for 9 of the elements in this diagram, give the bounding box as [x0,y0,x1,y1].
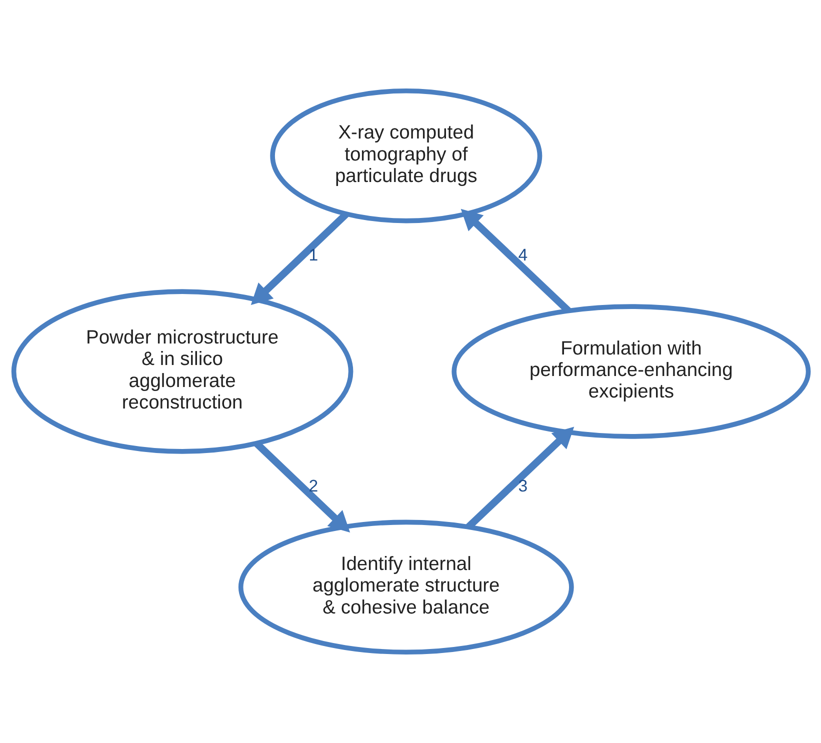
node-ellipse: Powder microstructure & in silico agglomerate reconstruction [10,289,353,454]
edge-label: 3 [518,476,528,496]
edge-label: 2 [308,476,318,496]
node-ellipse: Identify internal agglomerate structure & cohesive balance [238,520,574,655]
arrow [250,212,348,306]
node-ellipse: Formulation with performance-enhancing excipients [451,304,810,439]
node-ellipse: X-ray computed tomography of particulate drugs [270,88,542,224]
edge-label: 1 [308,245,318,264]
edge-label: 4 [518,245,528,264]
